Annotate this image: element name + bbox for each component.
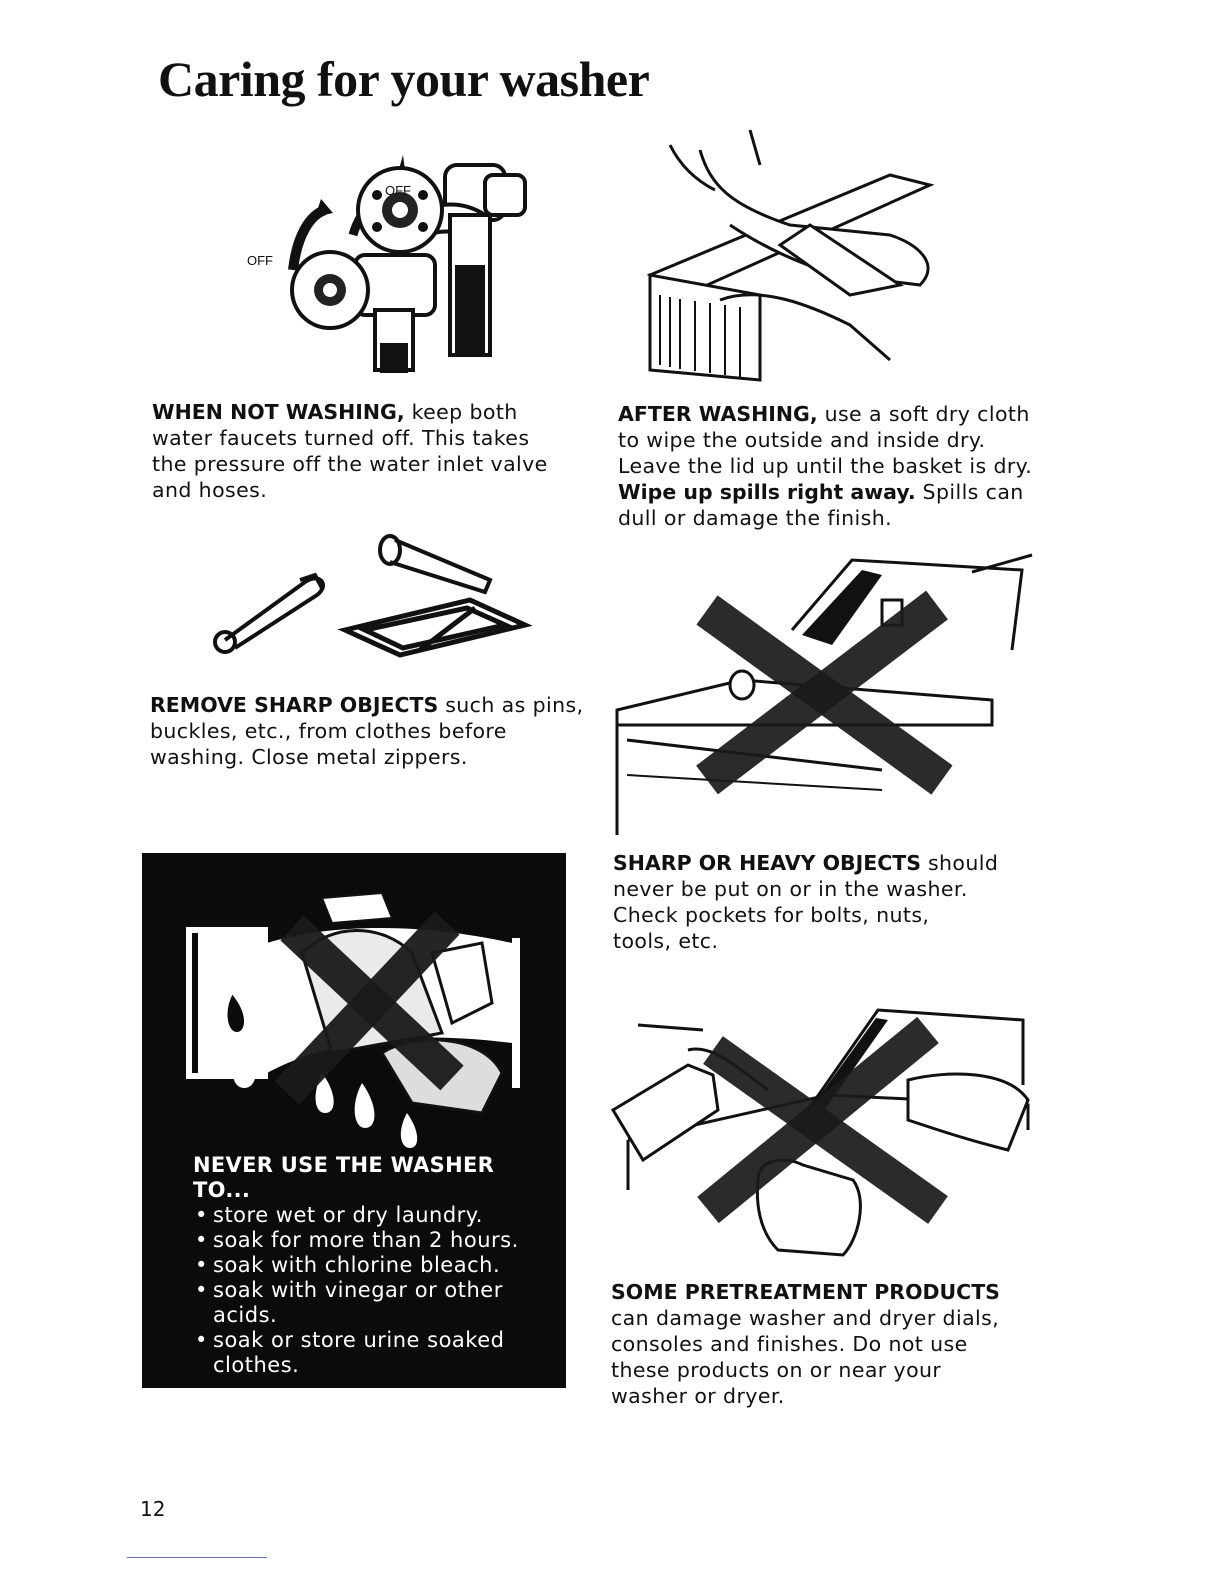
never-use-items: store wet or dry laundry. soak for more … (193, 1203, 553, 1378)
water-drop-icon (400, 1113, 418, 1148)
footer-rule (127, 1557, 267, 1558)
page-number: 12 (140, 1497, 166, 1521)
never-use-heading: NEVER USE THE WASHER TO... (193, 1153, 495, 1202)
faucet-illustration: OFF OFF (247, 155, 527, 373)
list-item-text: soak for more than 2 hours. (213, 1228, 519, 1252)
nail-icon (378, 534, 493, 595)
caption-line: such as pins, (438, 693, 584, 717)
water-drop-icon (354, 1083, 375, 1128)
caption-line: tools, etc. (613, 929, 719, 953)
caption-line: washer or dryer. (611, 1384, 785, 1408)
caption-line: never be put on or in the washer. (613, 877, 968, 901)
never-use-list: NEVER USE THE WASHER TO... store wet or … (193, 1153, 553, 1378)
caption-line: water faucets turned off. This takes (152, 426, 530, 450)
caption-line: to wipe the outside and inside dry. (618, 428, 986, 452)
caption-line: and hoses. (152, 478, 268, 502)
caption-line: dull or damage the finish. (618, 506, 892, 530)
caption-line: Check pockets for bolts, nuts, (613, 903, 930, 927)
pretreatment-illustration (610, 1008, 1030, 1257)
list-item-text: soak or store urine soaked (213, 1328, 505, 1352)
arrow-icon (315, 199, 333, 217)
safety-pin-icon (213, 572, 325, 654)
sharp-heavy-text: SHARP OR HEAVY OBJECTS should never be p… (613, 850, 1053, 954)
laundry-soaking-illustration (186, 891, 520, 1148)
x-mark-icon (697, 1016, 939, 1224)
list-item: soak for more than 2 hours. (193, 1228, 553, 1253)
list-item: store wet or dry laundry. (193, 1203, 553, 1228)
wipe-spills-lead: Wipe up spills right away. (618, 480, 916, 504)
caption-line: use a soft dry cloth (817, 402, 1030, 426)
caption-line: these products on or near your (611, 1358, 942, 1382)
caption-line: Spills can (915, 480, 1024, 504)
pretreatment-text: SOME PRETREATMENT PRODUCTS can damage wa… (611, 1279, 1071, 1409)
when-not-washing-text: WHEN NOT WASHING, keep both water faucet… (152, 399, 592, 503)
list-item-text: soak with chlorine bleach. (213, 1253, 501, 1277)
when-not-washing-lead: WHEN NOT WASHING, (152, 400, 405, 424)
off-label-lower: OFF (247, 253, 273, 268)
heavy-objects-illustration (615, 553, 1033, 835)
sharp-objects-illustration (213, 534, 533, 658)
caption-line: the pressure off the water inlet valve (152, 452, 548, 476)
list-item-text: store wet or dry laundry. (213, 1203, 483, 1227)
caption-line: buckles, etc., from clothes before (150, 719, 507, 743)
x-mark-icon (696, 590, 948, 795)
caption-line: consoles and finishes. Do not use (611, 1332, 968, 1356)
sharp-heavy-lead: SHARP OR HEAVY OBJECTS (613, 851, 922, 875)
caption-line: keep both (404, 400, 518, 424)
page-title: Caring for your washer (158, 51, 650, 107)
after-washing-text: AFTER WASHING, use a soft dry cloth to w… (618, 401, 1078, 531)
list-item-text: acids. (213, 1303, 278, 1327)
water-drop-icon (225, 991, 246, 1035)
water-drop-icon (232, 1043, 256, 1088)
caption-line: washing. Close metal zippers. (150, 745, 468, 769)
list-item: soak with chlorine bleach. (193, 1253, 553, 1278)
caption-line: should (921, 851, 999, 875)
caption-line: Leave the lid up until the basket is dry… (618, 454, 1033, 478)
caption-line: can damage washer and dryer dials, (611, 1306, 1000, 1330)
water-drop-icon (315, 1073, 334, 1113)
list-item-text: clothes. (213, 1353, 300, 1377)
remove-sharp-lead: REMOVE SHARP OBJECTS (150, 693, 439, 717)
x-mark-icon (274, 911, 460, 1105)
list-item-text: soak with vinegar or other (213, 1278, 503, 1302)
after-washing-lead: AFTER WASHING, (618, 402, 818, 426)
off-label-upper: OFF (385, 183, 411, 198)
wipe-dry-illustration (646, 129, 935, 382)
pretreatment-lead: SOME PRETREATMENT PRODUCTS (611, 1280, 1000, 1304)
remove-sharp-text: REMOVE SHARP OBJECTS such as pins, buckl… (150, 692, 600, 770)
buckle-icon (337, 597, 533, 658)
